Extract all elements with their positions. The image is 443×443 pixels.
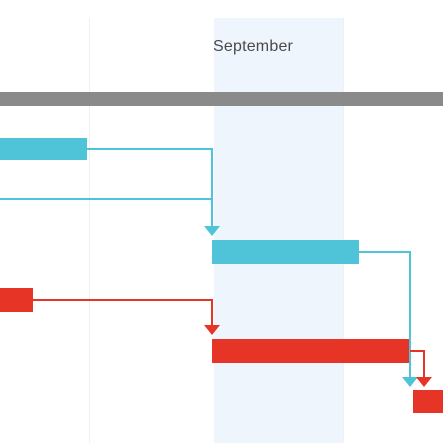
dependency-line-red-2 xyxy=(410,350,425,377)
task-bar-cyan-2[interactable] xyxy=(212,240,359,264)
dependency-line-red-1 xyxy=(33,299,213,325)
arrowhead-cyan-2 xyxy=(402,377,418,387)
summary-task-bar[interactable] xyxy=(0,92,443,106)
month-header-label: September xyxy=(213,38,294,55)
column-gridline xyxy=(343,18,344,443)
column-gridline xyxy=(89,18,90,443)
arrowhead-red-2 xyxy=(416,377,432,387)
dependency-line-cyan-1 xyxy=(87,148,213,226)
task-bar-red-2[interactable] xyxy=(212,339,410,363)
task-bar-cyan-1[interactable] xyxy=(0,138,87,160)
task-bar-red-3[interactable] xyxy=(413,390,443,413)
september-column-highlight xyxy=(214,18,343,443)
task-bar-red-1[interactable] xyxy=(0,288,33,312)
